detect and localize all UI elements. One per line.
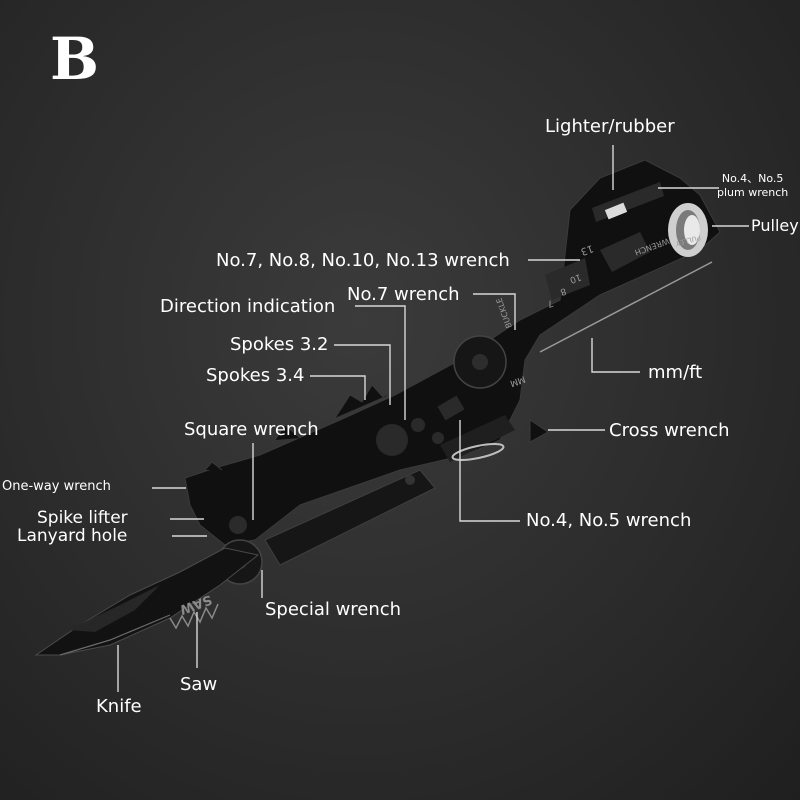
label-direction-indication: Direction indication: [160, 296, 336, 317]
engraving-size-13: 13: [579, 242, 595, 257]
label-plum-line2: plum wrench: [717, 185, 789, 199]
label-spike-lifter: Spike lifter: [37, 508, 128, 528]
label-plum-wrench: No.4、No.5 plum wrench: [717, 172, 788, 200]
label-mm-ft: mm/ft: [648, 362, 703, 383]
label-lighter-rubber: Lighter/rubber: [545, 116, 675, 137]
pulley-wheel: [668, 203, 708, 257]
label-lanyard-hole: Lanyard hole: [17, 526, 128, 546]
label-spokes-3-2: Spokes 3.2: [230, 334, 329, 355]
label-one-way-wrench: One-way wrench: [2, 479, 111, 494]
label-spokes-3-4: Spokes 3.4: [206, 365, 305, 386]
label-special-wrench: Special wrench: [265, 599, 402, 620]
label-cross-wrench: Cross wrench: [609, 420, 730, 441]
engraving-buckle: BUCKLE: [495, 297, 514, 330]
engraving-mm: MM: [508, 373, 526, 388]
knife-blade: [34, 547, 260, 656]
engraving-size-8: 8: [558, 285, 567, 296]
label-no7-wrench: No.7 wrench: [347, 284, 460, 305]
label-no4-no5-wrench: No.4, No.5 wrench: [526, 510, 692, 531]
label-saw: Saw: [180, 674, 218, 695]
variant-badge: B: [50, 25, 100, 93]
engraving-size-10: 10: [568, 271, 582, 284]
label-knife: Knife: [96, 696, 142, 717]
engraving-size-7: 7: [546, 297, 555, 308]
label-wrench-sizes: No.7, No.8, No.10, No.13 wrench: [216, 250, 510, 271]
label-square-wrench: Square wrench: [184, 419, 319, 440]
label-pulley: Pulley: [751, 216, 799, 235]
label-plum-line1: No.4、No.5: [721, 172, 784, 185]
leader-lines: [117, 145, 749, 692]
